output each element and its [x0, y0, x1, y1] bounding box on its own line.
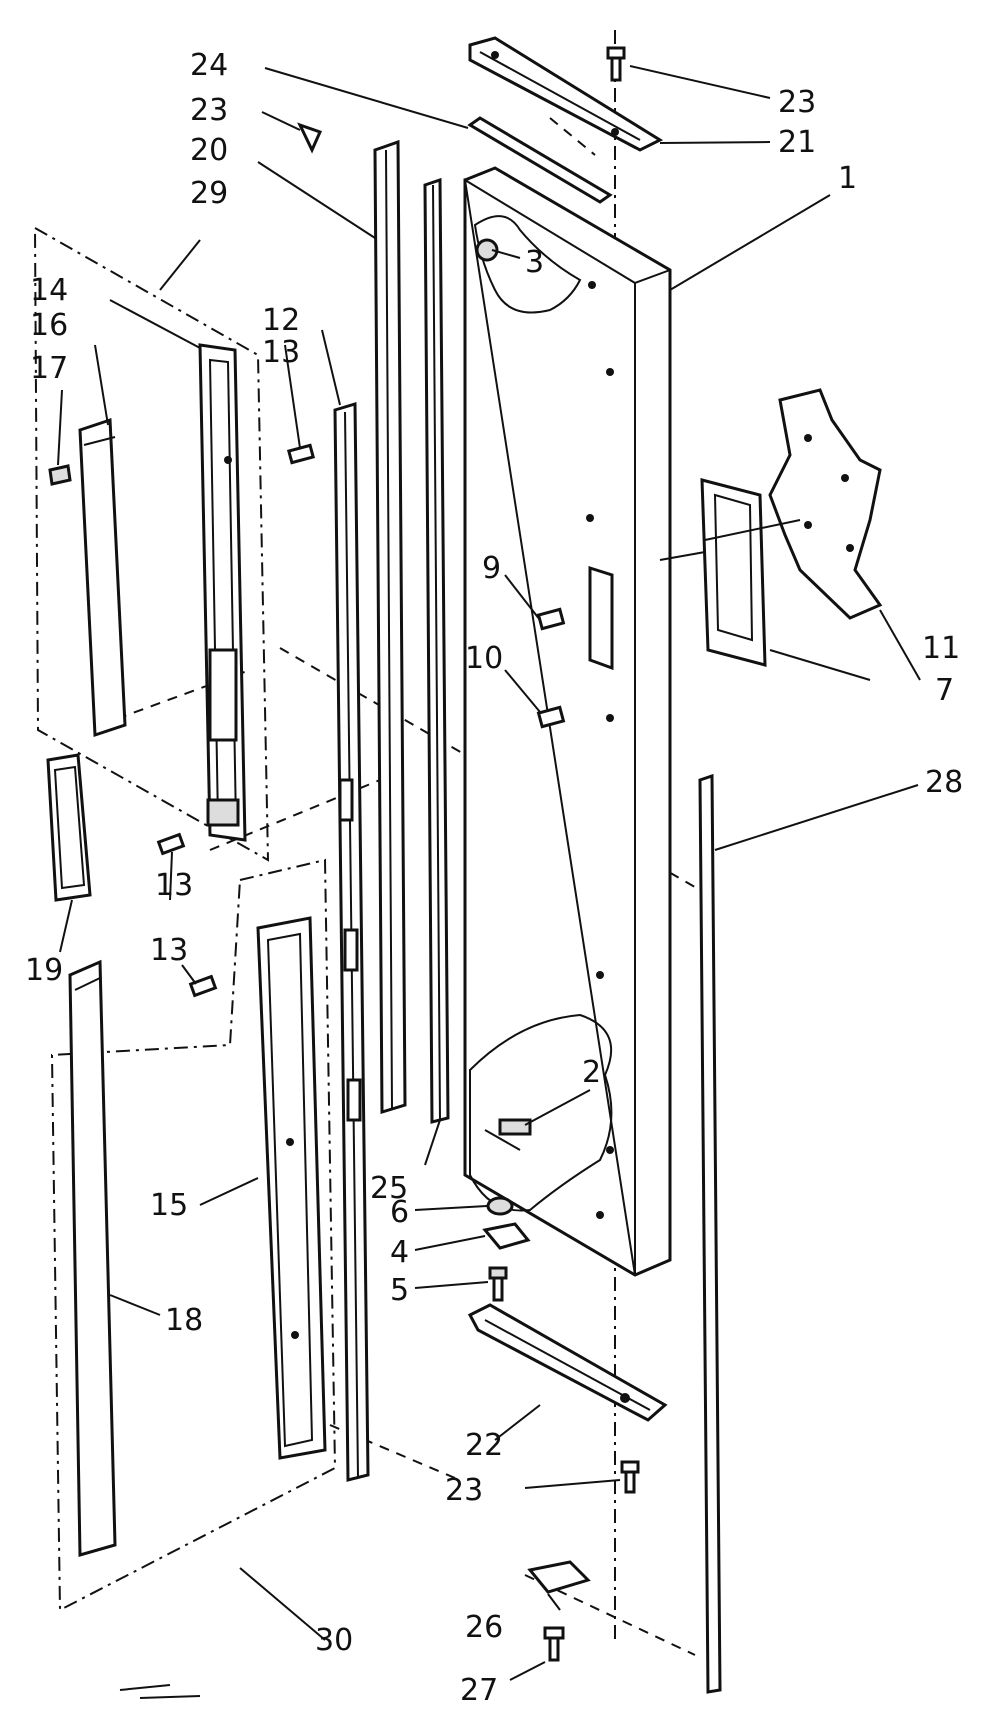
callout-29: 29	[190, 176, 228, 211]
part-13-screw-upper	[286, 443, 316, 465]
callout-21: 21	[778, 125, 816, 160]
callout-15: 15	[150, 1188, 188, 1223]
callout-27: 27	[460, 1673, 498, 1708]
callout-19: 19	[25, 953, 63, 988]
callout-6: 6	[390, 1195, 409, 1230]
callout-13a: 13	[262, 335, 300, 370]
callout-10: 10	[465, 641, 503, 676]
callout-5: 5	[390, 1273, 409, 1308]
part-24-strip	[467, 116, 613, 204]
part-23-screw-left	[297, 122, 323, 154]
callout-labels: 1 2 3 4 5 6 7 9 10 11 12 13 13 13 14 15 …	[25, 48, 963, 1708]
part-5-screw	[488, 1266, 508, 1302]
part-16-upper-trim	[78, 417, 127, 738]
part-18-lower-trim	[68, 959, 117, 1557]
stray-mark	[139, 1695, 201, 1699]
part-6-washer	[486, 1196, 514, 1216]
callout-11: 11	[922, 631, 960, 666]
callout-9: 9	[482, 551, 501, 586]
callout-25: 25	[370, 1171, 408, 1206]
callout-18: 18	[165, 1303, 203, 1338]
stray-mark	[119, 1684, 171, 1691]
assembly-outline-29	[33, 226, 270, 862]
callout-17: 17	[30, 351, 68, 386]
callout-28: 28	[925, 765, 963, 800]
part-20-channel	[373, 139, 407, 1115]
part-13-screw-mid	[156, 832, 186, 856]
callout-24: 24	[190, 48, 228, 83]
panel-hinge-plate	[588, 565, 614, 671]
callout-2: 2	[582, 1055, 601, 1090]
part-1-door-panel	[463, 166, 672, 1277]
callout-30: 30	[315, 1623, 353, 1658]
assembly-outline-30	[50, 858, 337, 1612]
part-21-top-cap	[468, 36, 664, 152]
callout-7: 7	[935, 673, 954, 708]
callout-14: 14	[30, 273, 68, 308]
panel-cutaway-top	[473, 215, 582, 314]
part-14-upper-frame	[198, 343, 247, 842]
panel-cutaway-bottom	[469, 1013, 613, 1212]
callout-12: 12	[262, 303, 300, 338]
leader-lines	[57, 65, 921, 1681]
callout-22: 22	[465, 1428, 503, 1463]
part-13-screw-lower	[188, 974, 218, 998]
callout-13c: 13	[150, 933, 188, 968]
callout-13b: 13	[155, 868, 193, 903]
callout-16: 16	[30, 308, 68, 343]
part-9-screw	[536, 607, 566, 631]
part-23-screw-bottom	[620, 1460, 640, 1494]
part-4-hinge-pin-plate	[482, 1222, 531, 1250]
alignment-line	[549, 117, 596, 156]
part-11-mounting-plate	[768, 388, 883, 620]
alignment-line	[524, 1574, 696, 1656]
callout-23b: 23	[190, 93, 228, 128]
part-10-screw	[536, 705, 566, 729]
callout-23c: 23	[445, 1473, 483, 1508]
part-19-small-trim	[46, 753, 92, 902]
part-3-plug	[475, 238, 499, 262]
callout-3: 3	[525, 245, 544, 280]
part-23-screw-top	[606, 46, 626, 82]
callout-1: 1	[838, 161, 857, 196]
part-26-clip	[527, 1560, 591, 1594]
part-2-hinge-bracket	[484, 1118, 532, 1151]
callout-20: 20	[190, 133, 228, 168]
callout-4: 4	[390, 1235, 409, 1270]
callout-23a: 23	[778, 85, 816, 120]
callout-26: 26	[465, 1610, 503, 1645]
part-27-screw	[543, 1626, 565, 1662]
part-17-clip	[48, 464, 72, 486]
part-15-lower-frame	[256, 916, 327, 1460]
part-7-handle-bracket	[700, 478, 767, 667]
part-28-gasket-strip	[698, 773, 722, 1694]
